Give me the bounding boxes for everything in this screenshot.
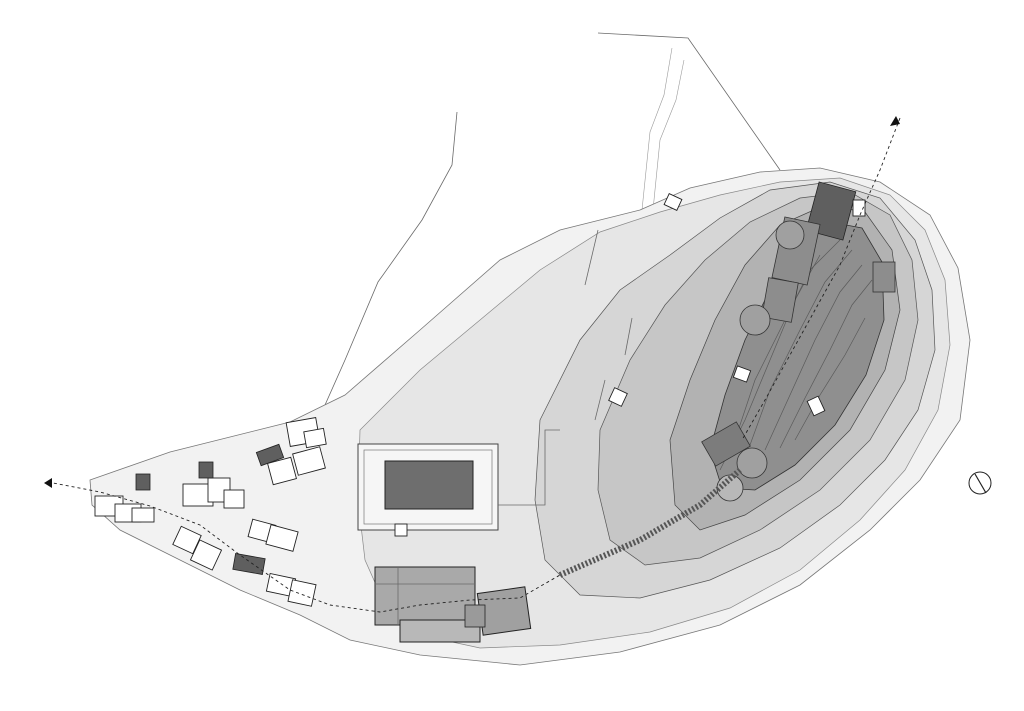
house-1 bbox=[94, 495, 155, 523]
hilltop-cabin-1 bbox=[852, 199, 866, 217]
path-arrow-head-icon bbox=[890, 116, 900, 126]
house-5 bbox=[265, 572, 317, 607]
path-arrow-head-icon bbox=[44, 478, 52, 488]
promenade-path bbox=[47, 481, 561, 613]
slope-cabin-north bbox=[663, 193, 683, 211]
village-dark-blocks bbox=[135, 443, 285, 575]
house-7 bbox=[285, 417, 327, 449]
hilltop-buildings bbox=[701, 181, 896, 502]
hilltop-stair-block bbox=[701, 421, 751, 467]
slope-cabin-mid bbox=[608, 387, 628, 407]
hilltop-roof-4 bbox=[872, 261, 896, 293]
hilltop-tower-1 bbox=[775, 220, 805, 250]
house-6 bbox=[267, 446, 326, 486]
hilltop-cabin-2 bbox=[732, 365, 752, 383]
main-building-roof-4 bbox=[464, 604, 486, 628]
pool-terrace bbox=[357, 429, 560, 537]
north-arrow-icon bbox=[968, 471, 992, 495]
house-2 bbox=[182, 477, 245, 509]
terrace-inner-outline bbox=[363, 449, 493, 525]
main-building-roof-1 bbox=[374, 566, 476, 626]
hilltop-roof-3 bbox=[761, 277, 799, 323]
village-houses bbox=[94, 417, 327, 607]
hilltop-tower-3 bbox=[736, 447, 768, 479]
pool bbox=[384, 460, 474, 510]
slope-walls bbox=[584, 229, 633, 421]
terrace-pavilion bbox=[394, 523, 408, 537]
main-building-roof-2 bbox=[399, 619, 481, 643]
house-3 bbox=[172, 525, 223, 571]
house-4 bbox=[247, 518, 299, 552]
hilltop-cabin-3 bbox=[806, 395, 826, 417]
main-building-cluster bbox=[374, 566, 532, 643]
hilltop-tower-2 bbox=[739, 304, 771, 336]
